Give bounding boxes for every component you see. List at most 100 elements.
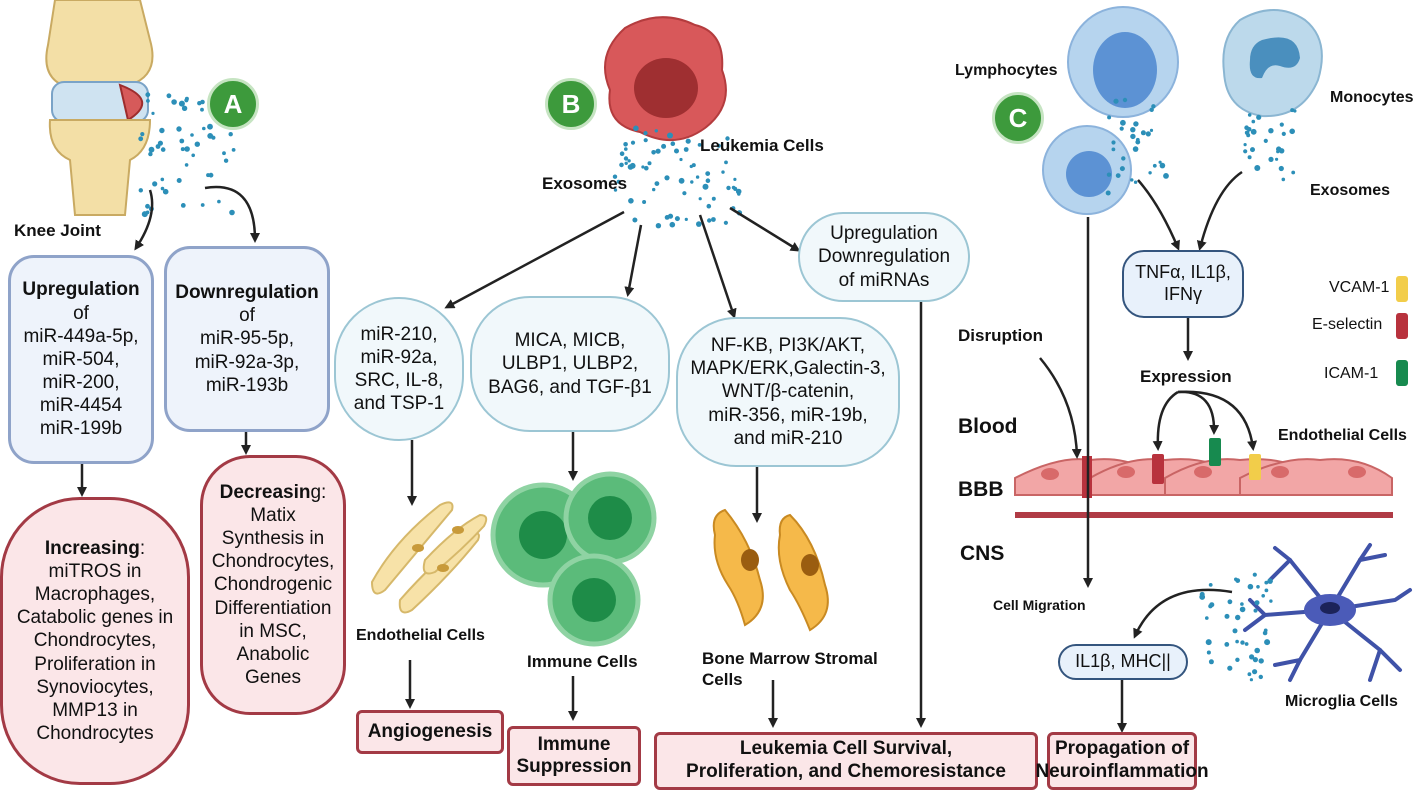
exosome-dot xyxy=(629,162,636,169)
exosome-dot xyxy=(1133,121,1139,127)
exosome-dot xyxy=(683,147,689,152)
exosome-dot xyxy=(1240,640,1245,645)
b2-line: ULBP1, ULBP2, xyxy=(501,353,639,375)
lymphocyte-large-icon xyxy=(1067,6,1179,118)
exosome-dot xyxy=(723,220,729,225)
arrow-mono-cytokines xyxy=(1196,170,1243,251)
exosome-dot xyxy=(643,131,648,136)
exosome-dot xyxy=(1264,580,1269,585)
arrow-exo-b1 xyxy=(444,210,625,309)
exosome-dot xyxy=(217,199,221,204)
upreg-mirna-line: of miRNAs xyxy=(838,269,930,291)
exosome-dot xyxy=(1252,657,1258,663)
exosome-dot xyxy=(151,111,155,115)
exosome-dot xyxy=(654,181,660,187)
monocyte-icon xyxy=(1222,9,1323,118)
angiogenesis-label: Angiogenesis xyxy=(367,721,493,743)
panel-a-badge: A xyxy=(207,78,259,130)
leukemia-cells-label: Leukemia Cells xyxy=(700,136,824,155)
b2-line: MICA, MICB, xyxy=(514,330,626,352)
exosome-dot xyxy=(721,170,725,174)
exosome-dot xyxy=(1145,131,1151,137)
exosome-dot xyxy=(179,138,185,144)
exosome-dot xyxy=(1264,639,1271,646)
exosome-dot xyxy=(145,203,150,209)
exosome-dot xyxy=(181,105,188,112)
exosome-dot xyxy=(138,136,144,142)
decreasing-heading: Decreasin xyxy=(219,481,311,503)
panel-c-badge: C xyxy=(992,92,1044,144)
upreg-mirna-line: Upregulation xyxy=(830,223,938,245)
exosome-dot xyxy=(633,125,639,132)
exosome-dot xyxy=(1289,128,1295,135)
exosome-dot xyxy=(1235,657,1240,662)
exosome-dot xyxy=(1227,665,1233,671)
exosome-dot xyxy=(1262,630,1268,636)
legend-icam-label: ICAM-1 xyxy=(1324,365,1379,382)
exosome-dot xyxy=(1149,107,1154,113)
exosome-dot xyxy=(1234,577,1238,582)
exosome-dot xyxy=(222,151,226,156)
upregulation-heading: Upregulation xyxy=(22,279,140,301)
exosome-dot xyxy=(1227,599,1233,605)
endothelial-cells-label-c: Endothelial Cells xyxy=(1278,427,1407,444)
exosome-dot xyxy=(202,126,206,131)
exosome-dot xyxy=(1267,578,1273,584)
neuroinflammation-box: Propagation of Neuroinflammation xyxy=(1035,732,1209,790)
exosome-dot xyxy=(1269,599,1273,603)
exosome-dot xyxy=(206,173,211,178)
arrows xyxy=(77,170,1258,733)
decreasing-heading-tail: g: xyxy=(310,481,327,503)
legend-vcam-swatch xyxy=(1396,276,1408,302)
arrow-expr-icam xyxy=(1177,390,1220,435)
exosome-dot xyxy=(1278,165,1284,172)
neuroinflammation-line: Propagation of xyxy=(1054,738,1190,760)
exosome-dot xyxy=(176,178,182,183)
exosome-dot xyxy=(1206,650,1211,655)
exosome-dot xyxy=(228,132,233,137)
exosome-dot xyxy=(1151,104,1156,109)
exosome-dot xyxy=(1276,149,1280,154)
exosome-dot xyxy=(682,191,687,196)
knee-joint-icon xyxy=(45,0,154,216)
exosome-dot xyxy=(1246,133,1251,138)
exosome-dot xyxy=(200,203,205,207)
decreasing-line: Differentiation xyxy=(214,597,332,619)
exosome-dot xyxy=(1258,658,1264,664)
exosome-dot xyxy=(1209,602,1215,608)
exosome-dot xyxy=(623,142,628,147)
knee-joint-label: Knee Joint xyxy=(14,221,101,240)
exosome-dot xyxy=(616,179,621,184)
exosome-dot xyxy=(674,148,679,154)
exosome-dot xyxy=(160,177,165,182)
exosome-dot xyxy=(200,107,204,112)
b1-box: miR-210, miR-92a, SRC, IL-8, and TSP-1 xyxy=(334,297,464,441)
increasing-line: miTROS in xyxy=(48,560,142,582)
exosome-dot xyxy=(1159,162,1166,169)
exosome-dot xyxy=(624,147,628,151)
exosome-dot xyxy=(1264,588,1269,593)
exosome-dot xyxy=(733,177,737,181)
exosome-dot xyxy=(162,188,169,195)
exosomes-label-c: Exosomes xyxy=(1310,182,1391,199)
exosome-dot xyxy=(707,218,712,223)
exosome-dot xyxy=(1254,165,1261,171)
b1-line: and TSP-1 xyxy=(353,393,445,415)
exosome-dot xyxy=(652,187,656,192)
il1b-mhc-box: IL1β, MHC|| xyxy=(1058,644,1188,680)
bmsc-label: Bone Marrow Stromal Cells xyxy=(702,648,878,691)
exosome-dot xyxy=(1122,97,1128,103)
exosome-dot xyxy=(231,148,236,152)
exosome-dot xyxy=(159,127,165,134)
exosome-dot xyxy=(623,156,629,161)
exosome-dot xyxy=(184,98,189,103)
exosome-dot xyxy=(178,100,185,107)
exosome-dot xyxy=(670,141,676,146)
exosome-dot xyxy=(1243,149,1248,154)
increasing-line: Synoviocytes, xyxy=(36,676,154,698)
bbb-endothelial-layer xyxy=(1014,438,1393,518)
exosome-dot xyxy=(667,132,673,139)
exosome-dot xyxy=(624,161,628,165)
exosome-dot xyxy=(1247,113,1252,117)
immune-cells-icon xyxy=(490,471,657,647)
